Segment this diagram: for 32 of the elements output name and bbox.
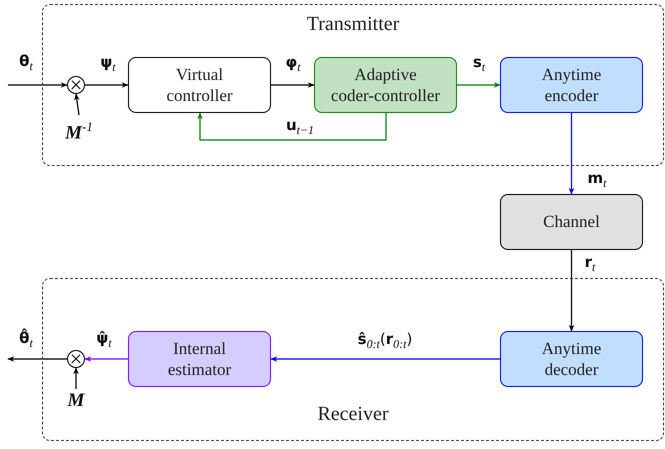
block-label: Anytime encoder [542,64,602,106]
arrow [270,356,500,362]
arrow [7,356,67,362]
region-title: Transmitter [306,13,400,36]
transmitter-region [42,4,664,166]
block-label: Adaptive coder-controller [330,64,440,106]
block-label: Virtual controller [166,64,233,106]
process-block [128,331,271,387]
block-label: Internal estimator [168,338,232,380]
arrow [457,82,501,88]
process-block [500,331,643,387]
process-block [500,57,643,113]
process-block [500,194,643,250]
arrow [8,82,68,88]
block-label: Anytime decoder [542,338,602,380]
arrow [271,82,315,88]
block-label: Channel [543,211,600,233]
arrow [73,367,79,389]
arrow [568,250,574,332]
process-block [128,57,271,113]
arrow [197,112,387,141]
arrow [568,113,574,195]
multiplier-circle [67,76,85,94]
process-block [314,57,457,113]
arrow [84,356,128,362]
receiver-region [42,278,664,441]
math-symbol: M [62,389,90,413]
math-symbol: M$^{-1}$ [56,115,102,139]
arrow [74,93,80,116]
region-title: Receiver [316,403,390,426]
multiplier-circle [67,350,85,368]
arrow [85,82,129,88]
